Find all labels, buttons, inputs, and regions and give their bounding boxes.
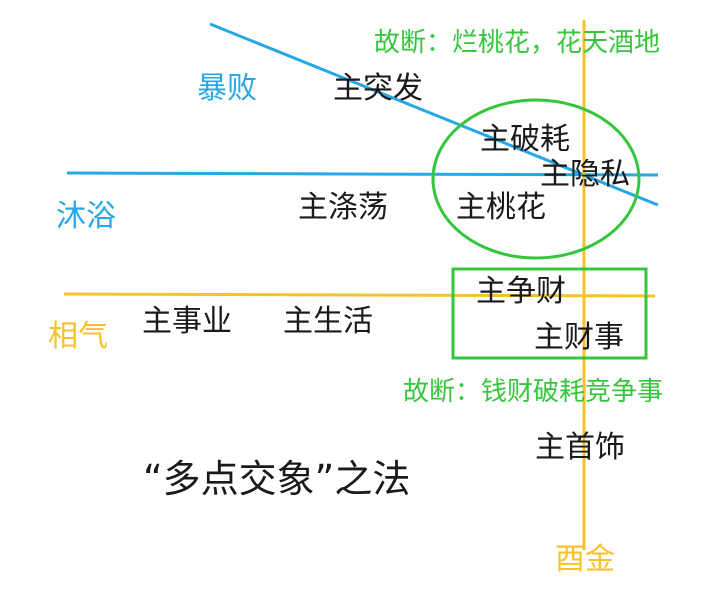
judgment-money-label: 故断：钱财破耗竞争事 xyxy=(403,377,664,407)
zhu-shoushi-label: 主首饰 xyxy=(535,430,625,465)
muyu-label: 沐浴 xyxy=(56,199,116,234)
zhu-tufa-label: 主突发 xyxy=(333,71,423,106)
zhu-zhengcai-label: 主争财 xyxy=(476,274,566,309)
zhu-shiye-label: 主事业 xyxy=(142,304,232,339)
judgment-peach-label: 故断：烂桃花，花天酒地 xyxy=(374,28,661,58)
zhu-dihuang-label: 主涤荡 xyxy=(298,190,388,225)
baobai-label: 暴败 xyxy=(197,71,257,106)
youjin-label: 酉金 xyxy=(555,542,615,577)
blue-horizontal-line xyxy=(66,171,659,177)
zhu-taohua-label: 主桃花 xyxy=(456,190,546,225)
method-title: “多点交象”之法 xyxy=(143,457,411,501)
zhu-caishi-label: 主财事 xyxy=(534,320,624,355)
zhu-poha-label: 主破耗 xyxy=(480,122,570,157)
green-ellipse xyxy=(431,98,641,260)
yellow-horizontal-line xyxy=(63,292,656,298)
green-rectangle xyxy=(451,267,648,360)
zhu-yinsi-label: 主隐私 xyxy=(540,157,630,192)
zhu-shenghuo-label: 主生活 xyxy=(283,304,373,339)
xiangqi-label: 相气 xyxy=(48,319,108,354)
